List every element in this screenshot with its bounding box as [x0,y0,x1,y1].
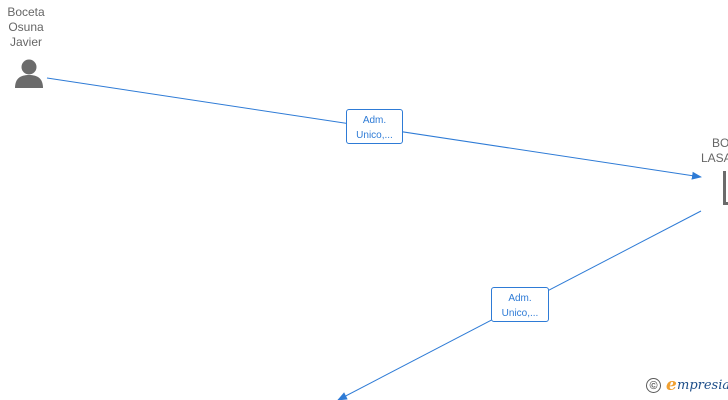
edge-label-line: Unico,... [356,130,393,141]
node-label-boceta-lasa: BO LASA [701,136,728,166]
edge-label-line: Adm. [362,115,387,126]
edge-label-line: Adm. [508,293,532,304]
edge-label-line: Unico,... [501,308,539,319]
node-label-line: Boceta [7,5,45,19]
copyright-icon: © [646,378,661,393]
person-icon[interactable] [720,171,728,209]
node-label-boceta-osuna-javier: Boceta Osuna Javier [0,5,52,50]
node-label-line: Osuna [8,20,44,34]
brand-logo-initial: e [666,375,677,395]
edge-label-lasa-to-offscreen[interactable]: Adm. Unico,... [491,287,549,322]
node-label-line: Javier [9,35,42,49]
person-icon[interactable] [14,59,44,88]
node-label-line: LASA [701,151,728,165]
empresia-watermark: © e mpresia [646,375,728,398]
edge-label-javier-to-lasa[interactable]: Adm. Unico,... [346,109,403,144]
brand-logo-text: mpresia [677,378,728,393]
node-label-line: BO [712,136,728,150]
